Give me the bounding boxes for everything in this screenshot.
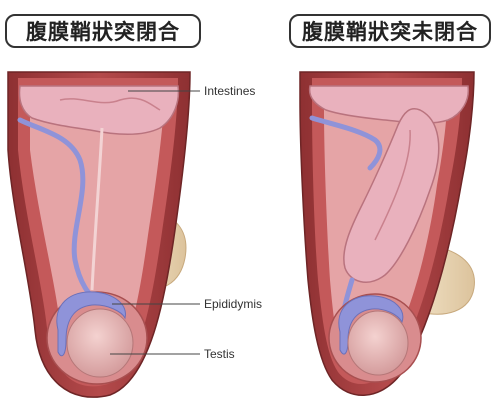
left-diagram [8,72,190,397]
testis-label: Testis [204,347,235,361]
panel-title-closed: 腹膜鞘狀突閉合 [5,14,201,48]
testis-left [67,309,133,377]
testis-right [348,311,408,375]
epididymis-label: Epididymis [204,297,262,311]
intestines-label: Intestines [204,84,255,98]
right-diagram [300,72,474,395]
panel-title-open: 腹膜鞘狀突未閉合 [289,14,491,48]
